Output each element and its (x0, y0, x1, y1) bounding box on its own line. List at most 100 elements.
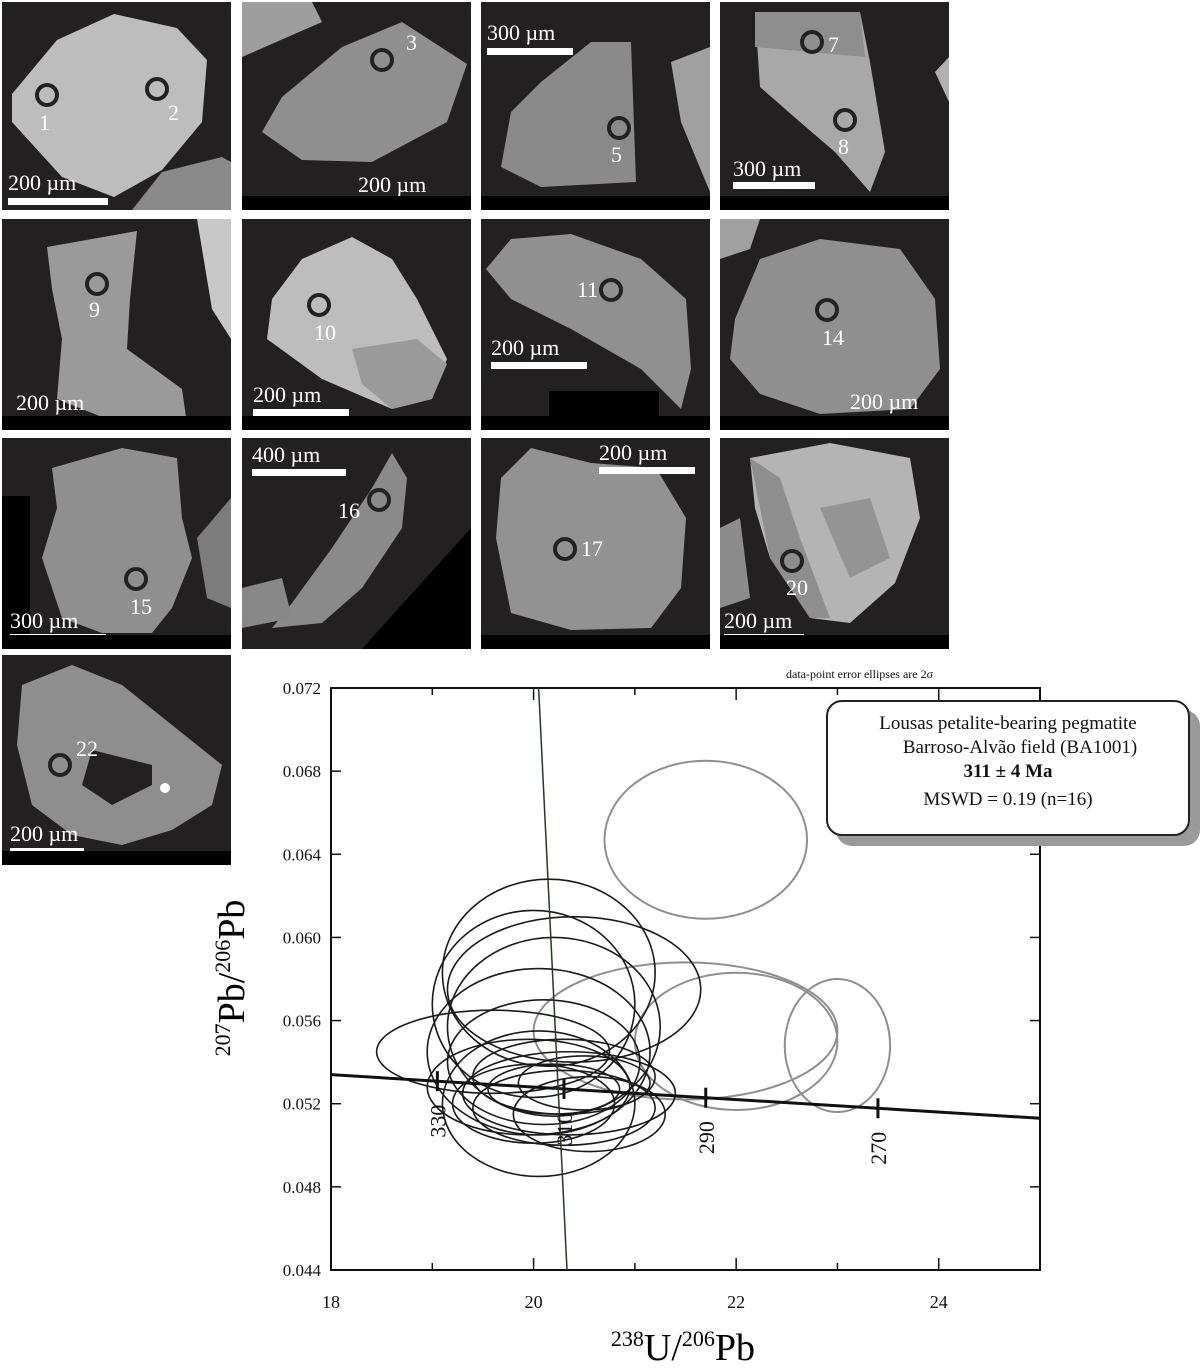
scale-bar (599, 467, 695, 474)
legend-box: Lousas petalite-bearing pegmatite Barros… (826, 700, 1190, 836)
axes: 0.044 0.048 0.052 0.056 0.060 0.064 0.068 0.072… (283, 679, 1041, 1312)
y-tick-label: 0.048 (283, 1178, 321, 1197)
grain-image (242, 2, 467, 162)
grain-tile-14: 14 200 µm (720, 219, 949, 430)
grain-tile-7-8: 7 8 300 µm (720, 2, 949, 210)
grain-tile-16: 16 400 µm (242, 438, 471, 649)
age-result: 311 ± 4 Ma (963, 761, 1053, 782)
grain-image (267, 237, 447, 409)
y-tick-label: 0.052 (283, 1095, 321, 1114)
regression-line (537, 687, 568, 1271)
scale-bar (252, 469, 346, 476)
spot-label: 16 (338, 498, 360, 523)
spot-label: 8 (838, 134, 849, 159)
y-tick-label: 0.064 (283, 845, 322, 864)
scale-label: 200 µm (491, 335, 560, 360)
error-ellipse (375, 1009, 611, 1095)
y-tick-label: 0.072 (283, 679, 321, 698)
grain-image (12, 14, 231, 210)
scale-label: 300 µm (10, 608, 79, 633)
error-ellipse (426, 1038, 631, 1136)
excluded-error-ellipse (603, 759, 809, 920)
x-tick-label: 18 (322, 1292, 340, 1312)
scale-label: 300 µm (733, 156, 802, 181)
error-ellipse (512, 1075, 667, 1153)
y-tick-label: 0.060 (283, 928, 321, 947)
y-tick-label: 0.068 (283, 762, 321, 781)
sample-name: Lousas petalite-bearing pegmatite (879, 713, 1137, 734)
spot-label: 15 (130, 594, 152, 619)
error-ellipse (446, 915, 702, 1063)
grain-image (2, 448, 231, 649)
grain-image (720, 443, 920, 623)
spot-label: 3 (406, 30, 417, 55)
grain-image (501, 42, 710, 192)
scale-label: 200 µm (850, 389, 919, 414)
spot-label: 9 (89, 297, 100, 322)
spot-label: 5 (611, 142, 622, 167)
grain-image (496, 448, 686, 630)
spot-label: 10 (314, 320, 336, 345)
spot-label: 22 (76, 736, 98, 761)
spot-label: 14 (822, 325, 844, 350)
scale-bar (491, 362, 587, 369)
spot-label: 11 (577, 277, 599, 302)
scale-bar (733, 182, 815, 189)
grain-tile-3: 3 200 µm (242, 2, 471, 210)
error-ellipse (441, 878, 656, 1068)
scale-label: 200 µm (253, 382, 322, 407)
y-axis-label: 207Pb/206Pb (210, 900, 253, 1057)
sample-field: Barroso-Alvão field (BA1001) (902, 737, 1138, 758)
mswd-value: MSWD = 0.19 (n=16) (923, 789, 1093, 810)
grain-image (47, 219, 231, 424)
grain-image (242, 453, 471, 649)
age-tick-label: 310 (552, 1112, 577, 1145)
y-tick-label: 0.044 (283, 1261, 322, 1280)
x-tick-label: 20 (525, 1292, 543, 1312)
error-ellipse (461, 1050, 677, 1136)
scale-label: 200 µm (358, 172, 427, 197)
spot-label: 1 (39, 110, 50, 135)
scale-bar (253, 409, 349, 416)
grain-tile-11: 11 200 µm (481, 219, 710, 430)
spot-label: 17 (581, 536, 603, 561)
x-axis-label: 238U/206Pb (611, 1326, 755, 1369)
error-ellipse (446, 936, 661, 1117)
scale-label: 400 µm (252, 442, 321, 467)
concordia-curve (330, 1073, 1041, 1120)
age-tick-label: 290 (694, 1121, 719, 1154)
error-ellipse-note: data-point error ellipses are 2σ (786, 667, 934, 681)
age-tick-label: 270 (866, 1132, 891, 1165)
y-tick-label: 0.056 (283, 1012, 321, 1031)
grain-tile-22: 22 200 µm (2, 655, 231, 865)
spot-label: 20 (786, 575, 808, 600)
grain-image (755, 12, 949, 192)
grain-tile-15: 15 300 µm (2, 438, 231, 649)
spot-label: 2 (168, 100, 179, 125)
grain-tile-9: 9 200 µm (2, 219, 231, 430)
age-tick-label: 330 (425, 1105, 450, 1138)
grain-image (17, 665, 222, 845)
error-ellipse (472, 1069, 656, 1147)
error-ellipses (375, 759, 892, 1178)
error-ellipse (517, 1055, 651, 1111)
x-tick-label: 22 (727, 1292, 745, 1312)
spot-label: 7 (828, 32, 839, 57)
chart-lines: 330 310 290 270 (330, 687, 1041, 1271)
scale-bar (487, 48, 573, 55)
x-tick-label: 24 (930, 1292, 948, 1312)
scale-label: 200 µm (10, 821, 79, 846)
scale-label: 200 µm (599, 440, 668, 465)
grain-tile-5: 5 300 µm (481, 2, 710, 210)
error-ellipse (441, 1030, 636, 1178)
grain-tile-17: 17 200 µm (481, 438, 710, 649)
scale-label: 300 µm (487, 20, 556, 45)
error-ellipse (487, 1063, 621, 1115)
scale-label: 200 µm (8, 170, 77, 195)
grain-tile-10: 10 200 µm (242, 219, 471, 430)
grain-tile-20: 20 200 µm (720, 438, 949, 649)
scale-label: 200 µm (724, 608, 793, 633)
grain-image (486, 234, 691, 430)
scale-label: 200 µm (16, 390, 85, 415)
grain-tile-1-2: 1 2 200 µm (2, 2, 231, 210)
